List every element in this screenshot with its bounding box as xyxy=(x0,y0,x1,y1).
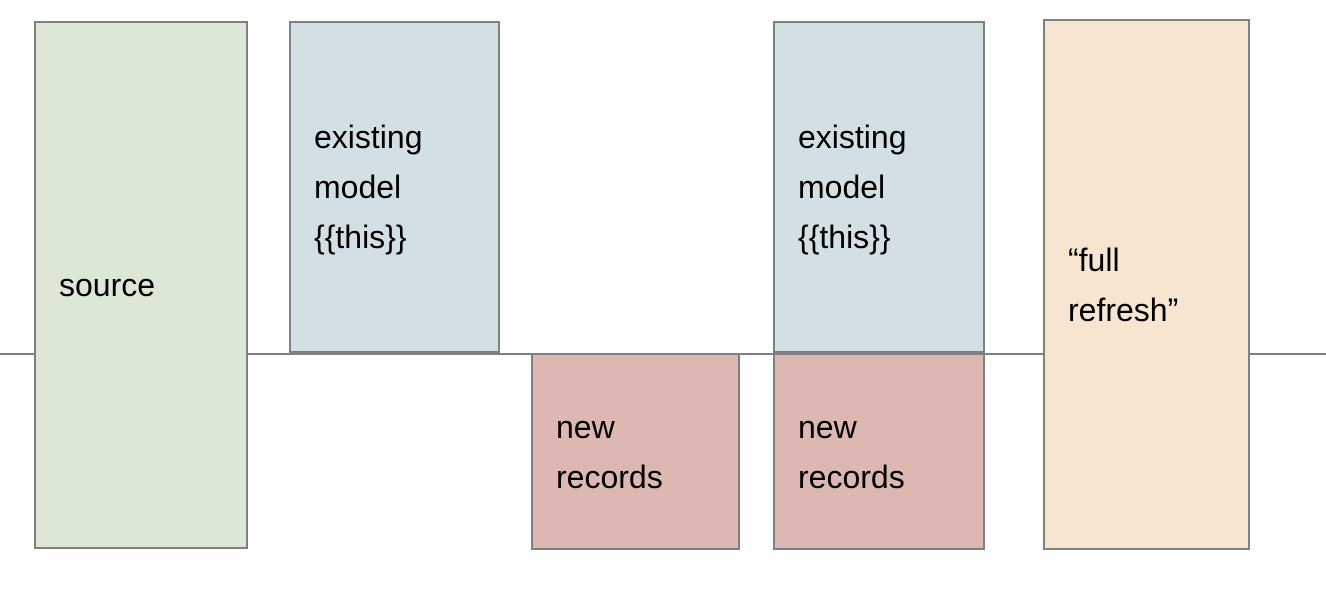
box-full-refresh-label: “full refresh” xyxy=(1068,241,1179,328)
box-full-refresh[interactable]: “full refresh” xyxy=(1043,19,1250,550)
box-existing-model-2[interactable]: existing model {{this}} xyxy=(773,21,985,353)
box-new-records-2-label: new records xyxy=(798,408,905,495)
box-new-records-1-label: new records xyxy=(556,408,663,495)
box-source-label: source xyxy=(59,267,156,303)
box-new-records-1[interactable]: new records xyxy=(531,353,740,550)
box-source[interactable]: source xyxy=(34,21,248,549)
box-existing-model-2-label: existing model {{this}} xyxy=(798,119,907,255)
box-existing-model-1[interactable]: existing model {{this}} xyxy=(289,21,500,353)
box-new-records-2[interactable]: new records xyxy=(773,353,985,550)
box-existing-model-1-label: existing model {{this}} xyxy=(314,119,423,255)
